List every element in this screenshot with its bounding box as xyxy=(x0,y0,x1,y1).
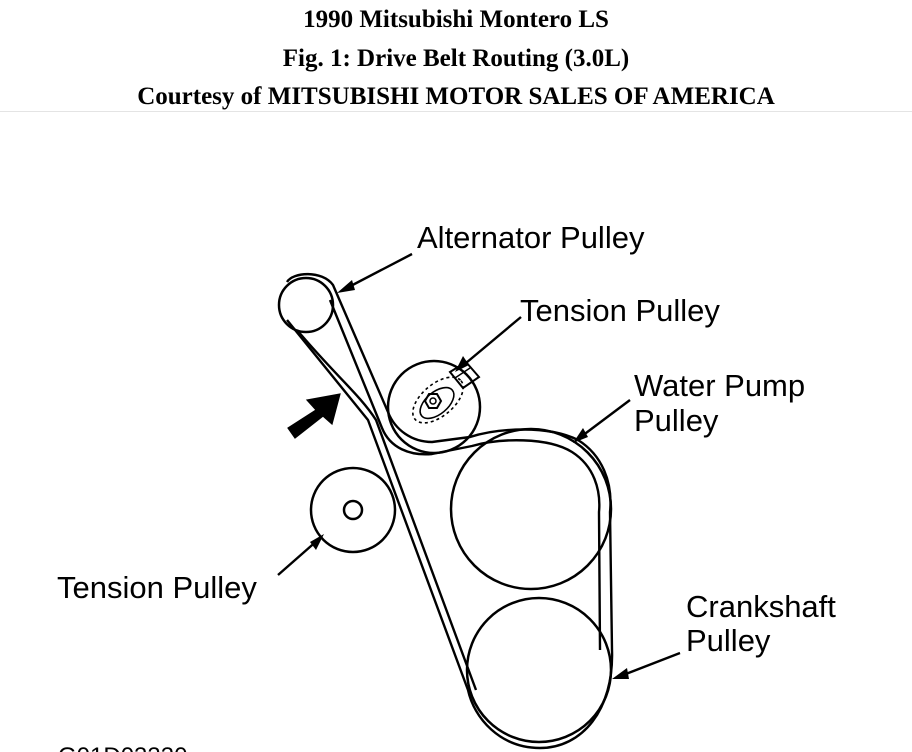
label-crankshaft-line2: Pulley xyxy=(686,623,771,658)
figure-caption: Fig. 1: Drive Belt Routing (3.0L) xyxy=(282,45,630,72)
leader-alternator xyxy=(342,252,413,292)
leader-upper-tension xyxy=(459,316,522,369)
figure-code: G01D03330 xyxy=(58,743,187,752)
water-pump-pulley xyxy=(449,427,613,591)
drive-belt xyxy=(285,272,614,750)
leader-water-pump-arrowhead xyxy=(573,428,588,443)
label-water-pump-line2: Pulley xyxy=(634,403,719,438)
label-tension-pulley-lower: Tension Pulley xyxy=(57,570,257,605)
leader-upper-tension-arrowhead xyxy=(455,356,469,372)
label-water-pump-line1: Water Pump xyxy=(634,368,805,403)
leader-water-pump xyxy=(577,399,631,440)
courtesy-line: Courtesy of MITSUBISHI MOTOR SALES OF AM… xyxy=(137,83,775,110)
label-crankshaft-line1: Crankshaft xyxy=(686,589,836,624)
crankshaft-pulley xyxy=(465,596,613,744)
alternator-pulley xyxy=(277,276,335,334)
label-tension-pulley-upper: Tension Pulley xyxy=(520,293,720,328)
lower-tension-hub xyxy=(342,499,364,521)
leader-lower-tension xyxy=(277,538,320,576)
leader-lower-tension-arrowhead xyxy=(310,534,324,550)
leader-crankshaft xyxy=(617,651,681,679)
leader-crankshaft-arrowhead xyxy=(612,668,629,679)
leader-alternator-arrowhead xyxy=(337,280,355,293)
lower-tension-pulley xyxy=(309,466,397,554)
figure-header: 1990 Mitsubishi Montero LS Fig. 1: Drive… xyxy=(0,0,912,112)
tension-pulley-bracket xyxy=(412,360,481,424)
vehicle-title: 1990 Mitsubishi Montero LS xyxy=(303,6,609,33)
belt-direction-arrow xyxy=(287,393,341,439)
label-alternator-pulley: Alternator Pulley xyxy=(417,220,645,255)
